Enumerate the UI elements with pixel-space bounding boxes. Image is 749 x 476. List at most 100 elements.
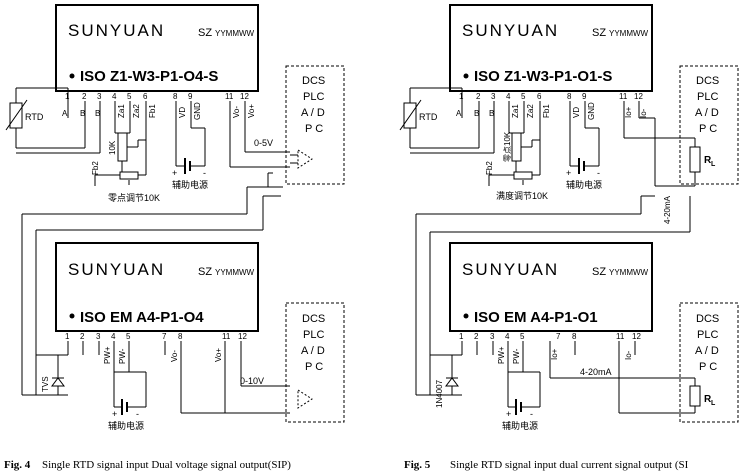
- fig5-top-pin-labels: A B B Za1 Za2 Fb1 VD GND Io+ Io-: [456, 102, 648, 120]
- fig4-tvs: TVS: [22, 354, 68, 396]
- fb2-label: Fb2: [485, 161, 494, 175]
- pin-number: 11: [619, 92, 628, 101]
- pin-number: 4: [111, 332, 116, 341]
- amp-symbol: [297, 149, 313, 169]
- pin-label: GND: [193, 102, 202, 120]
- fig5-rtd-circuit: RTD: [399, 87, 495, 154]
- pin-label: Fb1: [148, 104, 157, 118]
- module-model: ISO EM A4-P1-O1: [474, 309, 598, 326]
- pin-number: 12: [632, 332, 641, 341]
- dcs-box: [679, 65, 739, 185]
- figure-label: Fig. 4: [4, 459, 31, 471]
- pin-label: B: [80, 109, 85, 118]
- pin-number: 6: [143, 92, 148, 101]
- module-body: [55, 4, 259, 92]
- module-model: ISO Z1-W3-P1-O4-S: [80, 68, 218, 85]
- module-body: [449, 4, 653, 92]
- current-label: 4-20mA: [580, 367, 612, 377]
- plus-sign: +: [112, 409, 117, 419]
- diode-label: 1N4007: [435, 379, 444, 408]
- fig4-bottom-dcs-box: DCS PLC A / D P C: [285, 302, 345, 423]
- tvs-label: TVS: [41, 376, 50, 392]
- aux-power-label: 辅助电源: [108, 420, 144, 431]
- date-code: YYMMWW: [609, 29, 649, 38]
- pin1-dot: [69, 313, 75, 319]
- fig4-interconnect: [21, 172, 283, 395]
- fig5-diode: 1N4007: [416, 354, 462, 408]
- fig4-top-module: SUNYUAN SZ YYMMWW ISO Z1-W3-P1-O4-S: [55, 4, 259, 92]
- figure-label: Fig. 5: [404, 459, 431, 471]
- pin-number: 2: [476, 92, 481, 101]
- pin-number: 7: [162, 332, 167, 341]
- fig5-current-loop-top: 4-20mA: [624, 117, 696, 224]
- pin-number: 5: [126, 332, 131, 341]
- dcs-line: DCS: [302, 75, 325, 87]
- fig4-output-0-10v: 0-10V: [181, 376, 290, 414]
- fig4-top-dcs-box: DCS PLC A / D P C: [285, 65, 345, 185]
- minus-sign: -: [136, 409, 139, 419]
- pin-number: 5: [520, 332, 525, 341]
- pin-number: 9: [582, 92, 587, 101]
- brand-name: SUNYUAN: [68, 21, 165, 40]
- pin-label: Za1: [117, 104, 126, 118]
- pin-number: 6: [537, 92, 542, 101]
- dcs-box: [285, 65, 345, 185]
- voltage-label: 0-10V: [240, 376, 264, 386]
- brand-sz: SZ: [198, 27, 212, 39]
- pin-number: 8: [567, 92, 572, 101]
- diode-1n4007: [445, 377, 459, 387]
- rl-subscript: L: [711, 400, 716, 407]
- load-resistor: [689, 385, 701, 407]
- pin1-dot: [69, 73, 75, 79]
- fig4-top-pin-labels: A B B Za1 Za2 Fb1 VD GND Vo- Vo+: [62, 102, 256, 120]
- pin-label: Io+: [624, 106, 633, 118]
- figure-caption: Single RTD signal input Dual voltage sig…: [42, 459, 291, 471]
- plus-sign: +: [506, 409, 511, 419]
- pin-label: B: [489, 109, 494, 118]
- fig4-rtd-circuit: RTD: [5, 87, 101, 154]
- current-label: 4-20mA: [663, 195, 672, 224]
- dcs-line: P C: [305, 123, 323, 135]
- span-adjust-pot: [513, 171, 533, 180]
- fig5-top-pin-numbers: 1 2 3 4 5 6 8 9 11 12: [459, 92, 643, 101]
- date-code: YYMMWW: [609, 268, 649, 277]
- pin-label: Io-: [639, 108, 648, 118]
- brand-name: SUNYUAN: [68, 260, 165, 279]
- rtd-label: RTD: [419, 112, 438, 122]
- dcs-box: [679, 302, 739, 423]
- pin-number: 12: [634, 92, 643, 101]
- dcs-line: P C: [305, 361, 323, 373]
- pin-number: 8: [173, 92, 178, 101]
- pin-number: 3: [490, 332, 495, 341]
- pin-label: PW+: [103, 346, 112, 364]
- pin-label: PW-: [118, 348, 127, 364]
- pin-label: Io+: [550, 348, 559, 360]
- brand-sz: SZ: [592, 27, 606, 39]
- pin-number: 12: [240, 92, 249, 101]
- pot-label: 10K: [108, 140, 117, 155]
- dcs-line: A / D: [695, 345, 719, 357]
- voltage-label: 0-5V: [254, 138, 273, 148]
- pin1-dot: [463, 313, 469, 319]
- dcs-box: [285, 302, 345, 423]
- date-code: YYMMWW: [215, 268, 255, 277]
- fb2-label: Fb2: [91, 161, 100, 175]
- pin-number: 3: [96, 332, 101, 341]
- brand-sz: SZ: [198, 266, 212, 278]
- dcs-line: A / D: [301, 107, 325, 119]
- pin-label: Za2: [526, 104, 535, 118]
- module-body: [55, 242, 259, 332]
- tvs-diode: [51, 377, 65, 387]
- pin-label: PW-: [512, 348, 521, 364]
- pin-number: 4: [506, 92, 511, 101]
- pin-label: Vo-: [170, 350, 179, 362]
- fig5-top-dcs-box: DCS PLC A / D P C R L: [679, 65, 739, 185]
- aux-power-label: 辅助电源: [566, 179, 602, 190]
- dcs-line: A / D: [301, 345, 325, 357]
- rtd-arrow: [399, 99, 422, 131]
- minus-sign: -: [597, 168, 600, 178]
- pin-label: B: [474, 109, 479, 118]
- pin-number: 3: [491, 92, 496, 101]
- date-code: YYMMWW: [215, 29, 255, 38]
- pin-number: 2: [80, 332, 85, 341]
